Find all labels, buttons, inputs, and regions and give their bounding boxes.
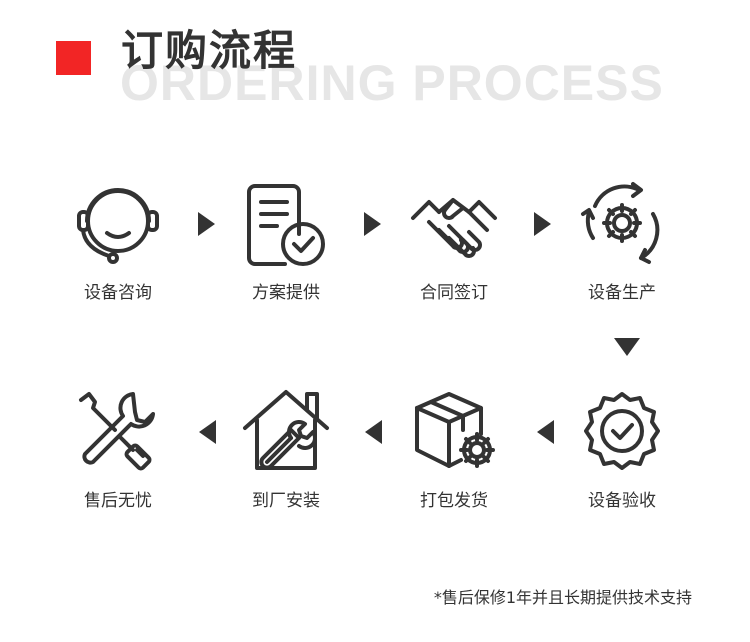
step-label: 合同签订 (420, 283, 488, 303)
gear-cycle-icon (577, 178, 667, 268)
step-label: 到厂安装 (252, 491, 320, 511)
step-label: 方案提供 (252, 283, 320, 303)
step-label: 设备验收 (588, 491, 656, 511)
badge-check-icon (577, 386, 667, 476)
page-title: 订购流程 (121, 26, 298, 75)
arrow-right-icon (196, 211, 216, 237)
step-label: 打包发货 (420, 491, 488, 511)
step-label: 设备咨询 (84, 283, 152, 303)
arrow-right-icon (362, 211, 382, 237)
arrow-left-icon (198, 419, 218, 445)
arrow-right-icon (532, 211, 552, 237)
arrow-left-icon (536, 419, 556, 445)
title-accent-square (56, 41, 91, 75)
handshake-icon (409, 178, 499, 268)
package-gear-icon (409, 386, 499, 476)
arrow-left-icon (364, 419, 384, 445)
step-label: 设备生产 (588, 283, 656, 303)
arrow-down-icon (612, 336, 642, 358)
tools-icon (73, 386, 163, 476)
document-check-icon (241, 178, 331, 268)
step-label: 售后无忧 (84, 491, 152, 511)
footnote: *售后保修1年并且长期提供技术支持 (433, 588, 692, 607)
house-wrench-icon (241, 386, 331, 476)
background-subtitle: ORDERING PROCESS (120, 55, 664, 111)
headset-icon (73, 178, 163, 268)
